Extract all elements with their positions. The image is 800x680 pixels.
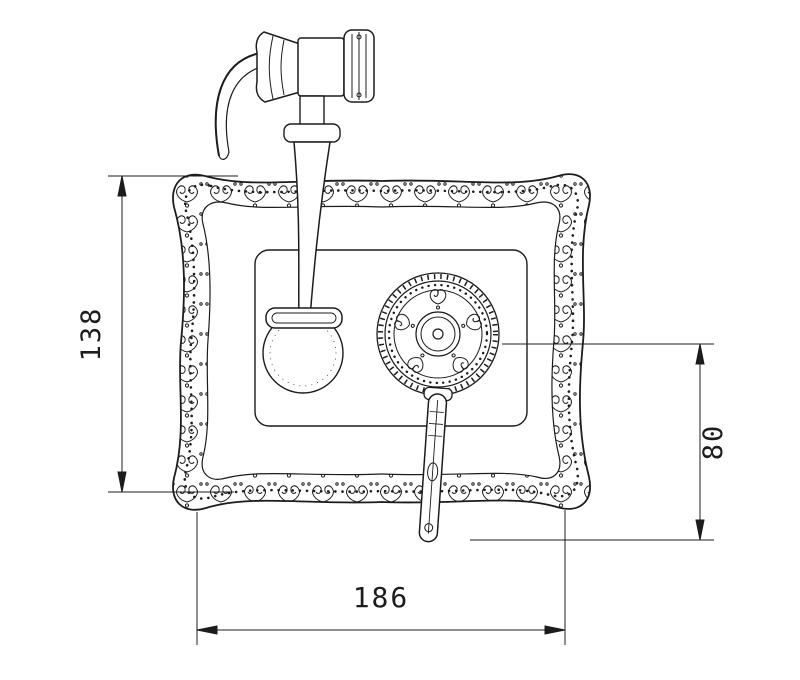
knob-lever [418,386,453,543]
mixer-knob [376,272,500,396]
plate-inner-contour [201,201,561,480]
shower-handset [214,29,375,394]
dimension-label-left: 138 [76,307,107,362]
arrowhead-up [117,175,127,197]
dimension-label-bottom: 186 [353,581,410,614]
dimension-left: 138 [76,175,238,493]
dimension-right: 80 [470,343,729,541]
dimension-label-right: 80 [698,424,729,461]
handset-head-bell [255,31,301,103]
handset-neck [299,95,325,127]
handset-holder-bracket [265,307,343,329]
handset-head-cap [343,29,375,103]
arrowhead-right [544,625,566,635]
arrowhead-up [695,343,705,365]
handset-head-body [297,37,345,97]
arrowhead-down [117,471,127,493]
plate-outer-contour [172,173,591,511]
bead-row-contour [183,183,580,500]
handset-flange [283,123,341,143]
arrowhead-left [196,625,218,635]
dimension-bottom: 186 [196,510,566,645]
arrowhead-down [695,519,705,541]
